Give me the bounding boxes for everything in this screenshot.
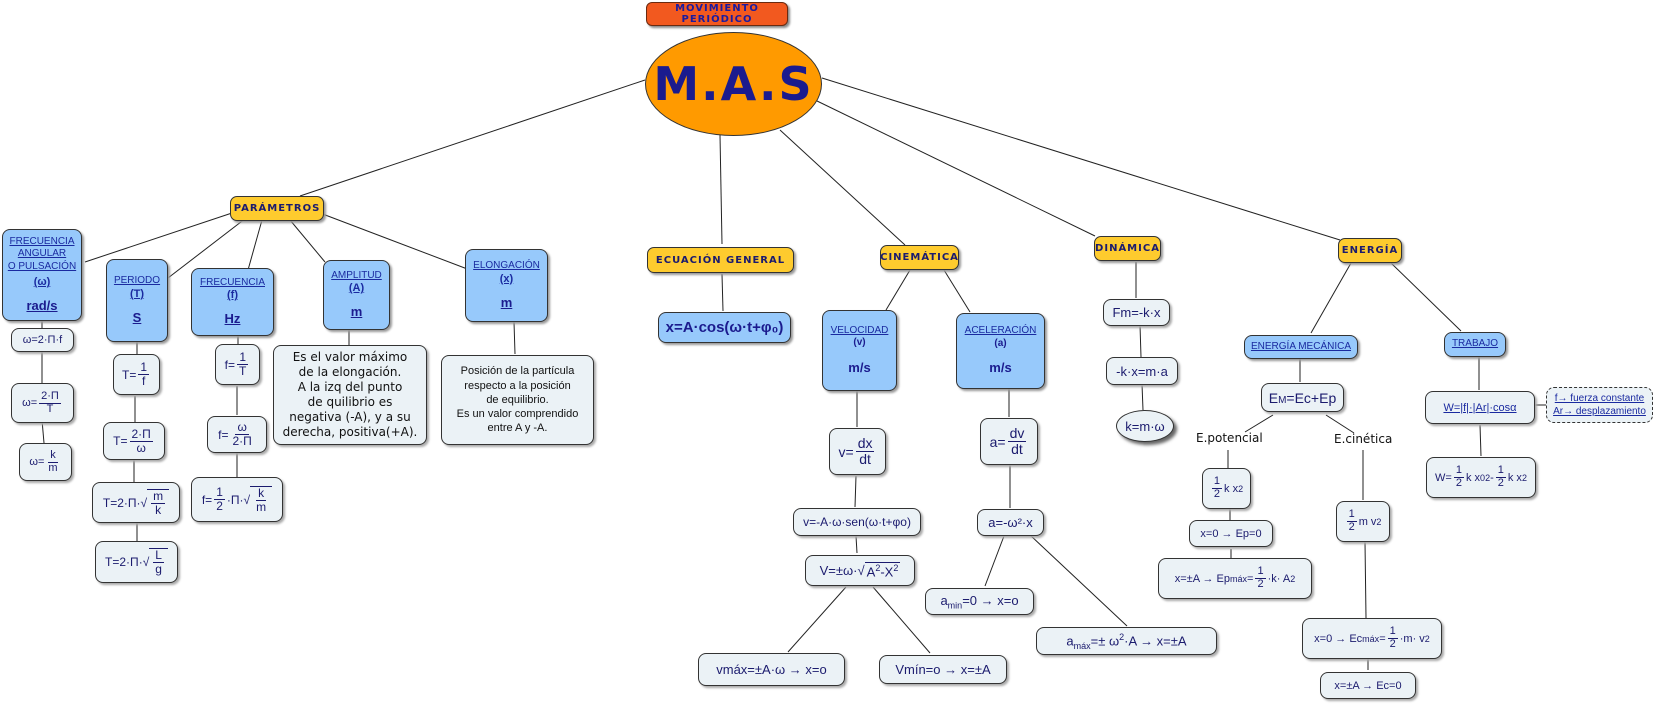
formula-ec-zero: x=±A → Ec=0 [1320,672,1416,699]
formula-k-m-omega: k=m·ω [1116,410,1174,442]
concept-velocidad[interactable]: VELOCIDAD (v) m/s [822,310,897,391]
formula-v-sqrt: V=±ω·√A2-X2 [805,555,915,586]
concept-frecuencia-angular[interactable]: FRECUENCIA ANGULAR O PULSACIÓN (ω) rad/s [2,229,82,321]
label: PERIODO [113,275,161,287]
label: AMPLITUD [331,269,382,281]
category-dinamica[interactable]: DINÁMICA [1094,236,1161,261]
concept-amplitud[interactable]: AMPLITUD (A) m [323,260,390,330]
concept-elongacion[interactable]: ELONGACIÓN (x) m [465,249,548,322]
concept-frecuencia[interactable]: FRECUENCIA (f) Hz [191,268,274,336]
unit: rad/s [26,298,58,313]
category-energia[interactable]: ENERGÍA [1338,238,1402,263]
formula-amin: amin=0 → x=o [925,588,1034,615]
text-line: entre A y -A. [487,422,548,435]
symbol: (a) [994,337,1007,349]
symbol: (x) [499,272,514,285]
label: VELOCIDAD [830,324,889,336]
formula-em: EM=Ec+Ep [1261,383,1344,412]
formula-amax: amáx=± ω2·A → x=±A [1036,627,1217,655]
concept-trabajo[interactable]: TRABAJO [1444,332,1506,357]
symbol: (A) [348,282,365,295]
text-line: negativa (-A), y a su [289,410,411,424]
text-line: Posición de la partícula [460,365,575,378]
symbol: (f) [227,289,238,302]
unit: Hz [224,311,241,326]
mas-root-node[interactable]: M.A.S [645,32,822,136]
label: ENERGÍA MECÁNICA [1250,340,1352,352]
concept-periodo[interactable]: PERIODO (T) S [106,259,168,342]
label-line: FRECUENCIA [9,235,75,247]
formula-w-dot: W=|f|·|Ar|·cosα [1425,391,1535,424]
label: TRABAJO [1451,338,1499,350]
text-line: derecha, positiva(+A). [282,425,418,439]
formula-a-omega2x: a=-ω²·x [977,509,1044,536]
concept-energia-mecanica[interactable]: ENERGÍA MECÁNICA [1244,335,1358,359]
formula-kx-ma: -k·x=m·a [1106,357,1178,385]
formula-omega-2pif: ω=2·Π·f [11,328,74,352]
unit: m/s [848,359,871,375]
symbol: (T) [129,287,145,300]
text-line: de equilibrio. [486,393,549,406]
category-ecuacion-general[interactable]: ECUACIÓN GENERAL [647,247,794,273]
category-cinematica[interactable]: CINEMÁTICA [880,245,959,270]
unit: m [500,294,513,310]
unit: S [132,309,142,325]
text-line: A la izq del punto [297,380,403,394]
label-e-cinetica: E.cinética [1334,432,1393,446]
trabajo-note: f→ fuerza constante Ar→ desplazamiento [1546,387,1653,423]
formula-ecuacion-general: x=A·cos(ω·t+φ₀) [658,312,791,343]
symbol: (ω) [33,276,51,289]
formula-ep-zero: x=0 → Ep=0 [1189,520,1273,547]
text-line: de quilibrio es [307,395,393,409]
text-line: Es el valor máximo [292,350,408,364]
label-line: ANGULAR [17,248,67,260]
label: ACELERACIÓN [964,325,1037,337]
category-parametros[interactable]: PARÁMETROS [230,196,324,221]
text-line: respecto a la posición [464,379,571,392]
concept-aceleracion[interactable]: ACELERACIÓN (a) m/s [956,313,1045,389]
formula-vmin: Vmín=o → x=±A [879,655,1007,684]
note-line: f→ fuerza constante [1554,393,1645,404]
formula-fm: Fm=-k·x [1103,299,1170,326]
unit: m [350,304,363,319]
label-e-potencial: E.potencial [1196,431,1263,445]
text-line: Es un valor comprendido [456,408,579,421]
symbol: (v) [853,337,866,349]
amplitud-description: Es el valor máximo de la elongación. A l… [273,345,427,445]
movimiento-periodico-title: MOVIMIENTO PERIÓDICO [646,2,788,26]
text-line: de la elongación. [298,365,402,379]
label-line: O PULSACIÓN [7,260,77,272]
label: ELONGACIÓN [473,260,540,272]
unit: m/s [989,360,1012,376]
formula-v-sen: v=-A·ω·sen(ω·t+φo) [793,508,921,536]
label: FRECUENCIA [199,276,265,288]
formula-vmax: vmáx=±A·ω → x=o [698,653,845,686]
elongacion-description: Posición de la partícula respecto a la p… [441,355,594,445]
note-line: Ar→ desplazamiento [1553,406,1646,417]
